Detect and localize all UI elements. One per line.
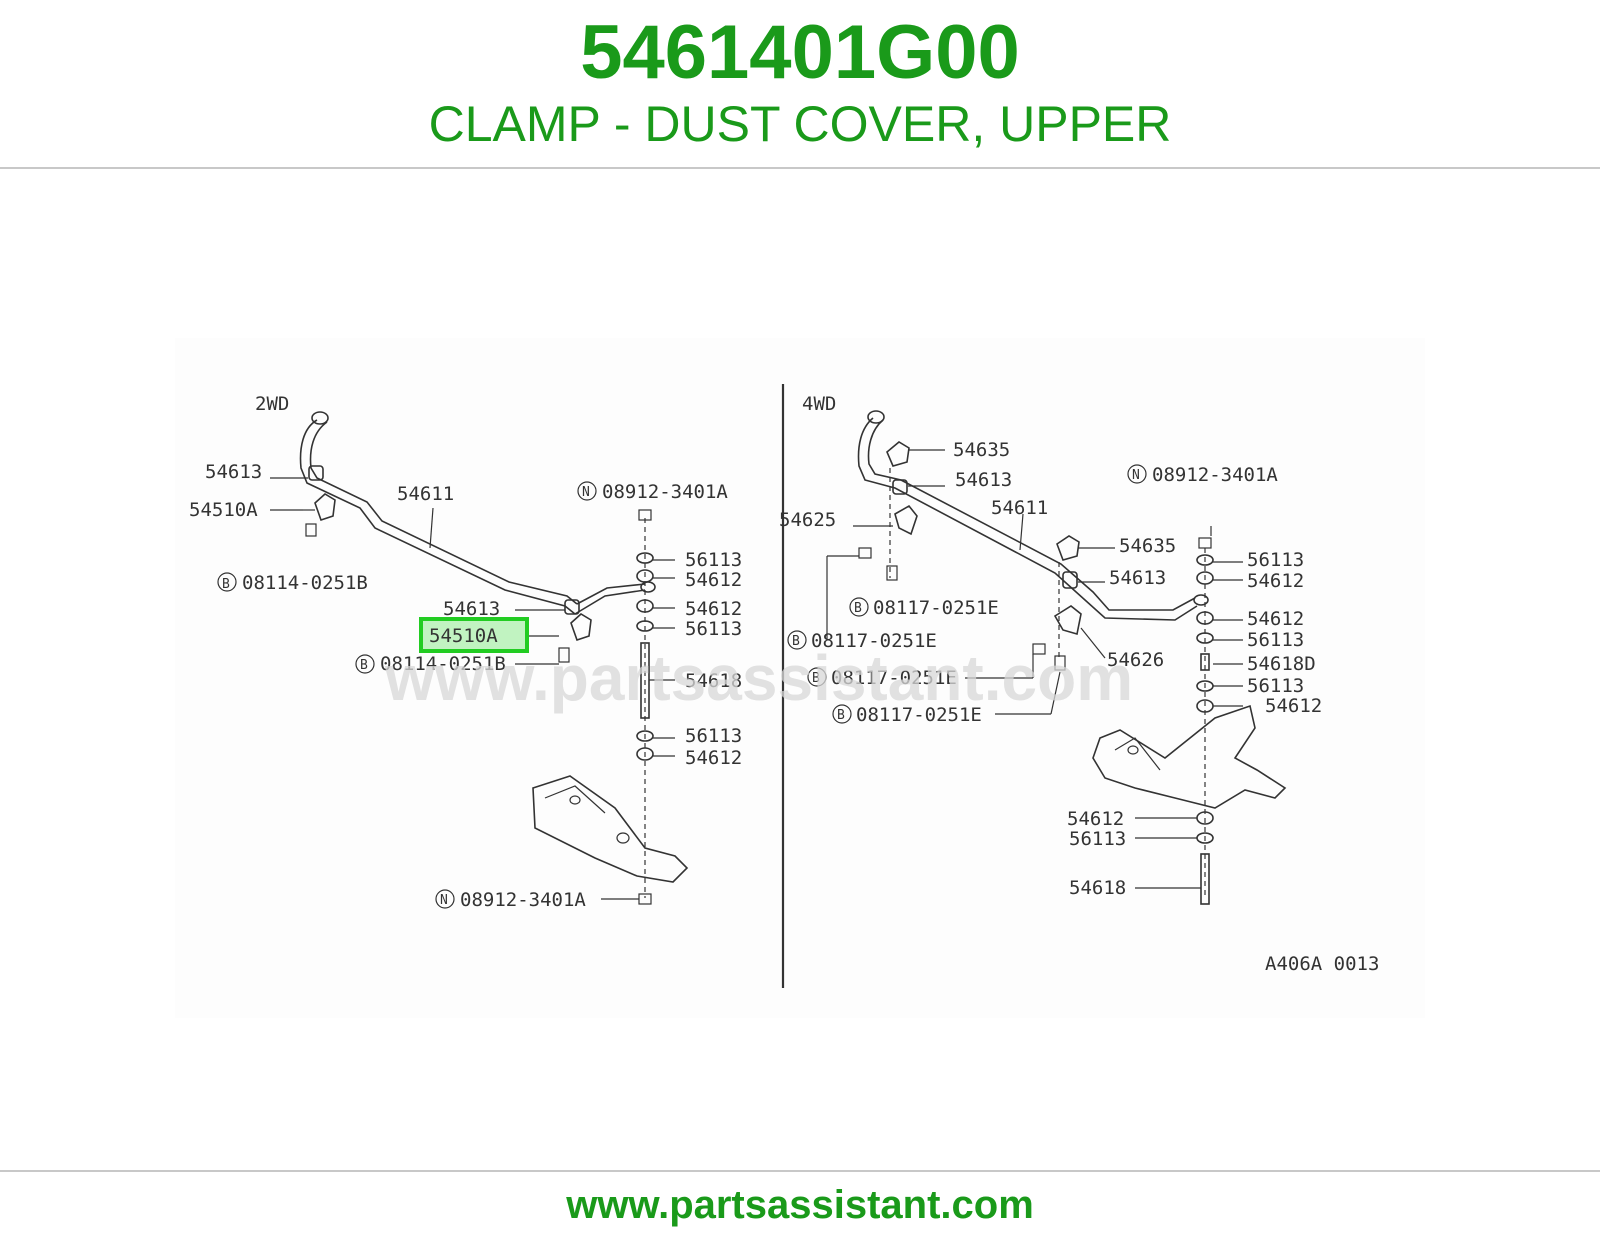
- label-54612-b: 54612: [685, 598, 742, 620]
- label-54613: 54613: [955, 469, 1012, 491]
- label-54613-mid: 54613: [443, 598, 500, 620]
- label-54612-c: 54612: [1265, 695, 1322, 717]
- footer-url[interactable]: www.partsassistant.com: [566, 1183, 1034, 1227]
- label-56113-a: 56113: [1247, 549, 1304, 571]
- panel-title-4wd: 4WD: [802, 393, 836, 415]
- label-54510a-top: 54510A: [189, 499, 258, 521]
- label-56113-c: 56113: [685, 725, 742, 747]
- label-08912: 08912-3401A: [1152, 464, 1278, 486]
- label-54612-b: 54612: [1247, 608, 1304, 630]
- parts-diagram-svg: 2WD: [189, 384, 1379, 988]
- label-54612-a: 54612: [685, 569, 742, 591]
- label-54510a-highlighted: 54510A: [429, 625, 498, 647]
- header: 5461401G00 CLAMP - DUST COVER, UPPER: [0, 0, 1600, 168]
- label-08912-top: 08912-3401A: [602, 481, 728, 503]
- label-54625: 54625: [779, 509, 836, 531]
- label-54618d: 54618D: [1247, 653, 1316, 675]
- label-56113-a: 56113: [685, 549, 742, 571]
- bolt-symbol: [832, 704, 852, 724]
- label-54611: 54611: [991, 497, 1048, 519]
- parts-diagram: 2WD: [175, 338, 1425, 1018]
- bolt-symbol: [807, 667, 827, 687]
- label-08117-a: 08117-0251E: [873, 597, 999, 619]
- part-number: 5461401G00: [580, 10, 1020, 95]
- label-08114-top: 08114-0251B: [242, 572, 368, 594]
- bolt-symbol-letter: B: [837, 708, 845, 723]
- bolt-symbol-letter: B: [222, 577, 230, 592]
- label-56113-b: 56113: [1247, 629, 1304, 651]
- bolt-symbol-letter: B: [792, 634, 800, 649]
- label-08117-b: 08117-0251E: [811, 630, 937, 652]
- nut-symbol-letter: N: [1132, 468, 1140, 483]
- label-54626: 54626: [1107, 649, 1164, 671]
- lower-arm-2wd: [532, 775, 689, 883]
- footer-divider: [0, 1170, 1600, 1172]
- label-08114-mid: 08114-0251B: [380, 653, 506, 675]
- stabilizer-bar-2wd: [299, 411, 656, 615]
- leader-lines-2wd: [270, 477, 675, 900]
- header-divider: [0, 167, 1600, 169]
- nut-symbol: [435, 889, 455, 909]
- label-54613-top: 54613: [205, 461, 262, 483]
- clamp-2wd-top: [303, 493, 336, 537]
- label-56113-d: 56113: [1069, 828, 1126, 850]
- label-54618: 54618: [1069, 877, 1126, 899]
- label-54618: 54618: [685, 670, 742, 692]
- label-54612-a: 54612: [1247, 570, 1304, 592]
- stabilizer-bar-4wd: [857, 410, 1209, 621]
- label-54635-mid: 54635: [1119, 535, 1176, 557]
- panel-title-2wd: 2WD: [255, 393, 289, 415]
- diagram-code: A406A 0013: [1265, 953, 1379, 975]
- bolt-symbol: [217, 572, 237, 592]
- label-08117-d: 08117-0251E: [856, 704, 982, 726]
- part-description: CLAMP - DUST COVER, UPPER: [428, 96, 1172, 152]
- label-56113-b: 56113: [685, 618, 742, 640]
- bolt-symbol: [849, 597, 869, 617]
- clamp-4wd: [858, 441, 1082, 671]
- label-54613-b: 54613: [1109, 567, 1166, 589]
- label-08912-bottom: 08912-3401A: [460, 889, 586, 911]
- clamp-2wd-mid: [558, 613, 592, 663]
- bolt-symbol: [355, 654, 375, 674]
- bolt-symbol: [787, 630, 807, 650]
- label-54612-c: 54612: [685, 747, 742, 769]
- label-54612-d: 54612: [1067, 808, 1124, 830]
- label-54635-top: 54635: [953, 439, 1010, 461]
- label-08117-c: 08117-0251E: [831, 667, 957, 689]
- label-54611: 54611: [397, 483, 454, 505]
- lower-arm-4wd: [1092, 704, 1287, 809]
- nut-symbol: [1127, 464, 1147, 484]
- label-56113-c: 56113: [1247, 675, 1304, 697]
- bolt-symbol-letter: B: [360, 658, 368, 673]
- nut-symbol-letter: N: [582, 485, 590, 500]
- bolt-symbol-letter: B: [854, 601, 862, 616]
- highlight-box: [419, 617, 529, 653]
- leader-lines-4wd: [826, 449, 1243, 889]
- nut-symbol: [577, 481, 597, 501]
- watermark: www.partsassistant.com: [384, 642, 1133, 714]
- bolt-symbol-letter: B: [812, 671, 820, 686]
- nut-symbol-letter: N: [440, 893, 448, 908]
